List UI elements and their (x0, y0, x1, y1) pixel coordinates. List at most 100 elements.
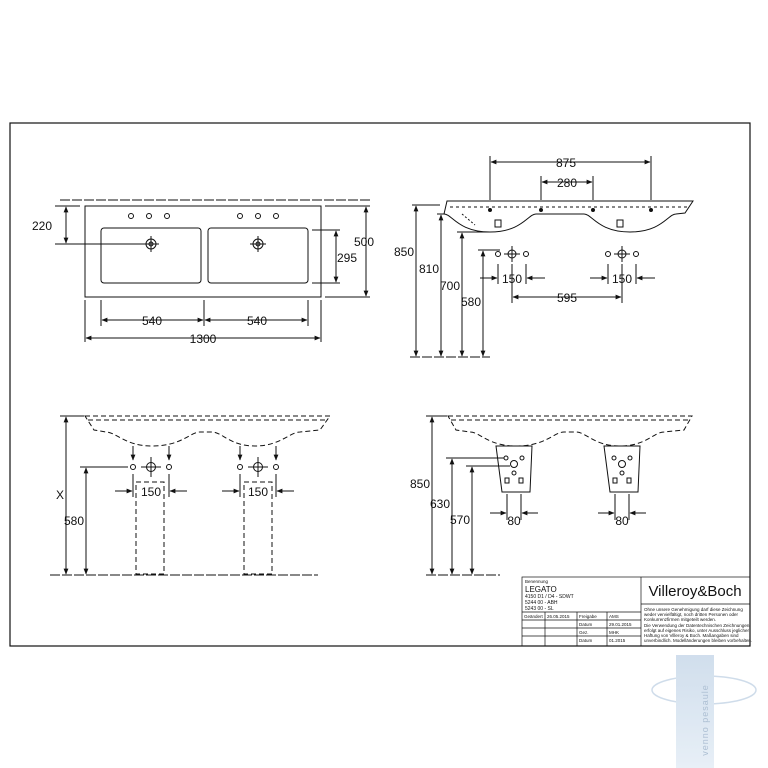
top-view-labels: 220 500 295 540 540 1300 (32, 219, 374, 346)
title-block-text: Benennung LEGATO 4150 D1 / D4 - SDWT 524… (524, 579, 752, 643)
right-pedestal (243, 481, 273, 575)
left-pedestal (135, 481, 165, 575)
side-view-labels: 875 280 850 810 700 580 150 150 595 (394, 156, 632, 309)
water-inlet-icon (503, 455, 509, 461)
dim-540a-label: 540 (142, 314, 162, 328)
article-line-2: 5244 00 - ABH (525, 600, 558, 606)
top-basin-outline (84, 205, 322, 298)
side-view (410, 156, 694, 358)
side-tap-dot (591, 208, 595, 212)
dim-700-label: 700 (440, 279, 460, 293)
dim-875-label: 875 (556, 156, 576, 170)
side-hidden-edge (461, 213, 476, 226)
legal-line-3: Konkurrenzfirmen mitgeteilt werden. (644, 617, 716, 622)
legal-line-7: unverbindlich. Modelländerungen bleiben … (644, 638, 752, 643)
dim-280-label: 280 (557, 176, 577, 190)
watermark-bar (676, 655, 714, 768)
dim-150a-label: 150 (502, 272, 522, 286)
water-inlet-icon (237, 464, 243, 470)
dim-580-label: 580 (461, 295, 481, 309)
front-pedestal-labels: X 580 150 150 (56, 485, 268, 528)
water-inlet-icon (273, 464, 279, 470)
water-inlet-icon (495, 251, 501, 257)
fixing-point (612, 477, 618, 484)
dim-150b-label: 150 (612, 272, 632, 286)
tap-hole-icon (146, 213, 152, 219)
water-inlet-icon (511, 470, 517, 476)
dim-500-label: 500 (354, 235, 374, 249)
water-inlet-icon (166, 464, 172, 470)
title-block-frame (521, 576, 751, 647)
top-right-bowl (207, 227, 309, 284)
legal-line-6: Haftung von Villeroy & Boch. Maßangaben … (644, 633, 739, 638)
side-waste-stub (494, 219, 502, 228)
side-tap-dot (539, 208, 543, 212)
top-left-bowl (100, 227, 202, 284)
side-tap-dot (488, 208, 492, 212)
fixing-point (518, 477, 524, 484)
legal-line-5: erfolgt auf eigenes Risiko, unter Aussch… (644, 628, 750, 633)
dim-1300-label: 1300 (190, 332, 217, 346)
row-3-c: Datum (579, 638, 593, 643)
row-1-d: 29.01.2015 (609, 622, 632, 627)
dim-570-label: 570 (450, 513, 470, 527)
right-half-pedestal (603, 445, 641, 493)
brand-name: Villeroy&Boch (648, 583, 741, 600)
water-inlet-icon (627, 455, 633, 461)
dim-630-label: 630 (430, 497, 450, 511)
dim-80b-label: 80 (615, 514, 629, 528)
water-inlet-icon (130, 464, 136, 470)
water-inlet-icon (605, 251, 611, 257)
side-basin-profile (443, 200, 694, 233)
title-header-label: Benennung (525, 579, 549, 584)
row-0-b: 26.05.2015 (547, 614, 570, 619)
row-0-c: Freigabe (579, 614, 597, 619)
fixing-point (626, 477, 632, 484)
row-0-d: AMS (609, 614, 619, 619)
article-line-1: 4150 D1 / D4 - SDWT (525, 594, 574, 600)
water-inlet-icon (523, 251, 529, 257)
dim-X-label: X (56, 488, 64, 502)
tap-hole-icon (164, 213, 170, 219)
title-block (521, 576, 751, 647)
dim-810-label: 810 (419, 262, 439, 276)
dim-150a-label: 150 (141, 485, 161, 499)
legal-line-4: Die Verwendung der Datentechnischen Zeic… (644, 623, 750, 628)
fixing-point (504, 477, 510, 484)
left-half-pedestal (495, 445, 533, 493)
water-inlet-icon (519, 455, 525, 461)
front2-basin-hidden (447, 415, 693, 447)
dim-850-label: 850 (394, 245, 414, 259)
article-line-3: 5243 00 - SL (525, 606, 554, 612)
water-inlet-icon (633, 251, 639, 257)
dim-850-label: 850 (410, 477, 430, 491)
watermark-logo: venno pesaule (651, 655, 757, 768)
front-half-pedestal-view (426, 415, 693, 576)
row-3-d: 01.2015 (609, 638, 626, 643)
legal-line-2: weder vervielfältigt, noch dritten Perso… (644, 612, 739, 617)
row-0-a: Geändert (524, 614, 544, 619)
side-waste-stub (616, 219, 624, 228)
dim-540b-label: 540 (247, 314, 267, 328)
row-1-c: Datum (579, 622, 593, 627)
side-tap-dot (649, 208, 653, 212)
row-2-c: Gez. (579, 630, 589, 635)
drawing-frame (9, 122, 751, 647)
dim-595-label: 595 (557, 291, 577, 305)
dim-150b-label: 150 (248, 485, 268, 499)
legal-line-1: Ohne unsere Genehmigung darf diese Zeich… (644, 607, 743, 612)
front-half-labels: 850 630 570 80 80 (410, 477, 629, 528)
tap-hole-icon (255, 213, 261, 219)
dim-220-label: 220 (32, 219, 52, 233)
product-name: LEGATO (525, 585, 557, 594)
watermark-text: venno pesaule (700, 684, 710, 756)
water-inlet-icon (611, 455, 617, 461)
waste-connection-icon (510, 460, 518, 468)
tap-hole-icon (273, 213, 279, 219)
dim-80a-label: 80 (507, 514, 521, 528)
water-inlet-icon (619, 470, 625, 476)
top-view (55, 199, 372, 342)
waste-connection-icon (618, 460, 626, 468)
tap-hole-icon (237, 213, 243, 219)
